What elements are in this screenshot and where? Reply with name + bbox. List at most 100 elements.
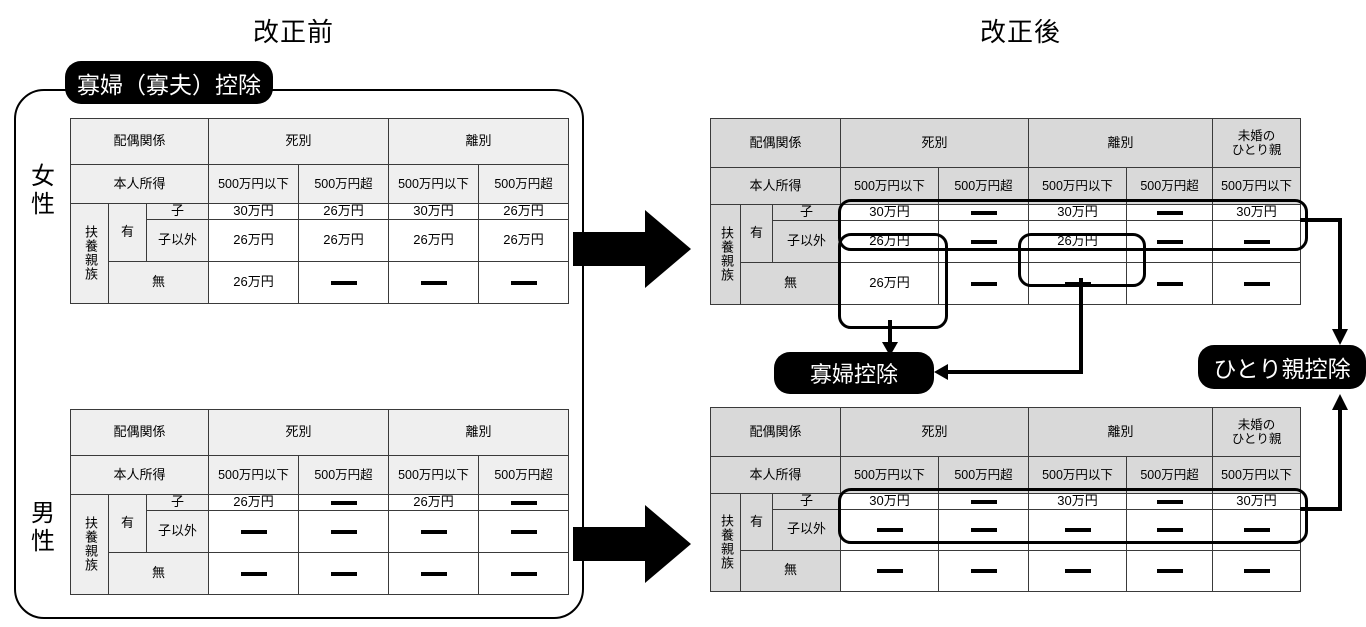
table-row: 配偶関係 死別 離別 未婚の ひとり親 [710,118,1302,168]
cell-value [1126,508,1214,551]
badge-widow-widower-deduction: 寡婦（寡夫）控除 [65,61,273,104]
dash-mark [510,500,537,505]
dash-mark [970,499,997,504]
cell-value [937,508,1030,551]
header-no-dependents: 無 [740,261,841,305]
transition-arrow-female [573,210,691,288]
dash-mark [330,280,357,285]
header-unmarried-line1: 未婚の [1237,417,1276,432]
dash-mark [1243,281,1270,286]
cell-value: 26万円 [208,260,299,304]
dash-mark [1243,528,1270,533]
header-non-child: 子以外 [772,219,841,263]
header-divorce: 離別 [388,118,570,165]
header-income-gt-1: 500万円超 [937,456,1030,494]
cell-value [208,551,299,595]
cell-value [297,494,390,511]
table-row: 無 26万円 [711,261,1302,305]
header-dependents: 扶養親族 [710,493,741,592]
table-row: 扶養親族 有 子 30万円 30万円 30万円 [710,204,1302,305]
cell-value [1212,219,1302,263]
header-dependents: 扶養親族 [70,203,109,304]
cell-value: 30万円 [1212,204,1302,221]
dash-mark [1156,499,1183,504]
header-has-dependents: 有 [740,204,773,263]
dash-mark [1156,210,1183,215]
header-spouse-relation: 配偶関係 [710,407,841,457]
header-child: 子 [146,494,209,511]
dash-mark [330,571,357,576]
cell-value [937,549,1030,592]
dash-mark [970,210,997,215]
header-income-le-2: 500万円以下 [1028,456,1128,494]
dash-mark [1156,281,1183,286]
dash-mark [330,529,357,534]
cell-value [1028,549,1128,592]
title-after: 改正後 [980,17,1062,47]
connector-after-male-to-single-parent [1300,392,1360,512]
header-child: 子 [772,204,841,221]
cell-value: 30万円 [1028,204,1128,221]
header-has-dependents: 有 [108,203,147,262]
header-income-gt-2: 500万円超 [1126,456,1214,494]
dash-mark [240,571,267,576]
table-after-female: 配偶関係 死別 離別 未婚の ひとり親 本人所得 500万円以下 500万円超 … [710,118,1302,305]
cell-value [478,260,570,304]
header-spouse-relation: 配偶関係 [70,118,209,165]
header-bereavement: 死別 [207,118,390,165]
table-row: 配偶関係 死別 離別 [70,118,570,165]
header-income-le-1: 500万円以下 [840,167,939,205]
dash-mark [420,280,447,285]
connector-divorce-to-widow [930,278,1090,380]
header-income-le-1: 500万円以下 [840,456,939,494]
dash-mark [420,529,447,534]
header-income-gt-2: 500万円超 [1126,167,1214,205]
header-income-gt-1: 500万円超 [297,164,390,204]
cell-value: 30万円 [840,493,939,510]
header-income-le-1: 500万円以下 [208,164,299,204]
cell-value [840,508,939,551]
cell-value [937,493,1030,510]
cell-value [1126,219,1214,263]
header-has-dependents: 有 [740,493,773,551]
cell-value [1212,549,1302,592]
cell-value [208,509,299,553]
header-non-child: 子以外 [146,218,209,262]
cell-value [937,204,1030,221]
table-row: 無 [711,549,1302,592]
table-before-female: 配偶関係 死別 離別 本人所得 500万円以下 500万円超 500万円以下 5… [70,118,570,304]
cell-value: 30万円 [1028,493,1128,510]
cell-value [1126,493,1214,510]
header-income-le-3: 500万円以下 [1212,167,1302,205]
cell-value: 30万円 [208,203,299,220]
gender-female-char1: 女 [31,163,55,190]
cell-value [840,549,939,592]
table-row: 配偶関係 死別 離別 [70,409,570,456]
cell-value: 26万円 [840,261,939,305]
header-divorce: 離別 [1028,407,1214,457]
table-row: 本人所得 500万円以下 500万円超 500万円以下 500万円超 [70,455,570,495]
cell-value [478,509,570,553]
cell-value: 26万円 [478,203,570,220]
transition-arrow-male [573,505,691,583]
cell-value [297,551,390,595]
dash-mark [970,569,997,574]
cell-value [1126,204,1214,221]
cell-value: 26万円 [388,494,480,511]
header-income-le-3: 500万円以下 [1212,456,1302,494]
cell-value [1028,508,1128,551]
header-unmarried-single-parent: 未婚の ひとり親 [1212,407,1302,457]
cell-value: 26万円 [297,218,390,262]
dash-mark [1156,239,1183,244]
table-row: 無 26万円 [71,260,570,304]
header-income-gt-1: 500万円超 [297,455,390,495]
table-row: 扶養親族 有 子 30万円 26万円 30万円 26万円 [70,203,570,304]
header-bereavement: 死別 [207,409,390,456]
table-row: 扶養親族 有 子 26万円 26万円 [70,494,570,595]
header-child: 子 [772,493,841,510]
cell-value [388,509,480,553]
table-before-male: 配偶関係 死別 離別 本人所得 500万円以下 500万円超 500万円以下 5… [70,409,570,595]
cell-value: 30万円 [840,204,939,221]
cell-value [388,551,480,595]
cell-value: 26万円 [478,218,570,262]
